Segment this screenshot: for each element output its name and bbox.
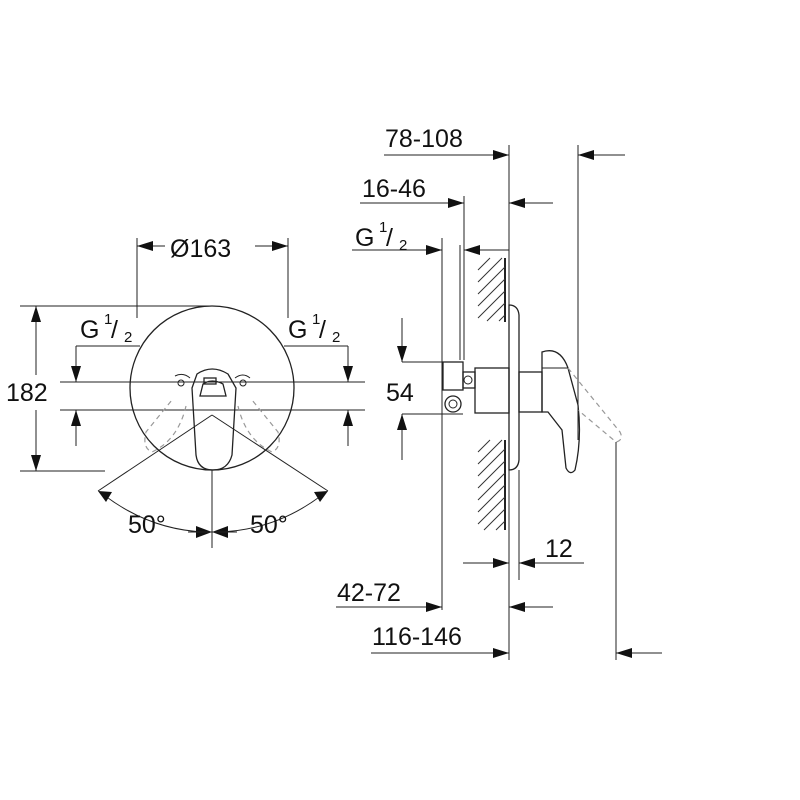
left-thread-label: G 1 / 2 — [80, 311, 132, 346]
height-label: 182 — [6, 379, 48, 407]
right-thread-label: G 1 / 2 — [288, 311, 340, 346]
rotated-handle-left — [144, 399, 187, 453]
angle-right-label: 50° — [250, 511, 288, 539]
dim-12: 12 — [545, 535, 573, 563]
diameter-label: Ø163 — [170, 235, 231, 263]
svg-text:1: 1 — [104, 311, 112, 328]
wall-section-lower — [477, 439, 506, 531]
dim-54: 54 — [386, 379, 414, 407]
cover-plate-profile — [508, 304, 520, 471]
svg-text:/: / — [386, 224, 393, 252]
svg-text:2: 2 — [399, 237, 407, 254]
valve-body — [442, 245, 510, 414]
svg-text:2: 2 — [124, 329, 132, 346]
svg-text:1: 1 — [312, 311, 320, 328]
side-thread-label: G 1 / 2 — [355, 219, 407, 254]
rotated-handle-right — [237, 399, 280, 453]
mixer-handle — [174, 368, 251, 471]
svg-text:G: G — [288, 316, 307, 344]
angle-left-label: 50° — [128, 511, 166, 539]
svg-text:/: / — [111, 316, 118, 344]
dim-116-146: 116-146 — [372, 623, 462, 651]
wall-section-upper — [477, 257, 506, 322]
cover-plate-circle — [129, 305, 295, 471]
dim-78-108: 78-108 — [385, 125, 463, 153]
handle-side-profile — [518, 350, 622, 474]
svg-text:1: 1 — [379, 219, 387, 236]
svg-text:/: / — [319, 316, 326, 344]
svg-text:G: G — [80, 316, 99, 344]
dim-16-46: 16-46 — [362, 175, 426, 203]
front-view: Ø163 182 G 1 / 2 G 1 / 2 — [6, 235, 365, 548]
svg-text:2: 2 — [332, 329, 340, 346]
svg-text:G: G — [355, 224, 374, 252]
dim-42-72: 42-72 — [337, 579, 401, 607]
side-view: 78-108 16-46 G 1 / 2 54 12 — [336, 125, 662, 660]
